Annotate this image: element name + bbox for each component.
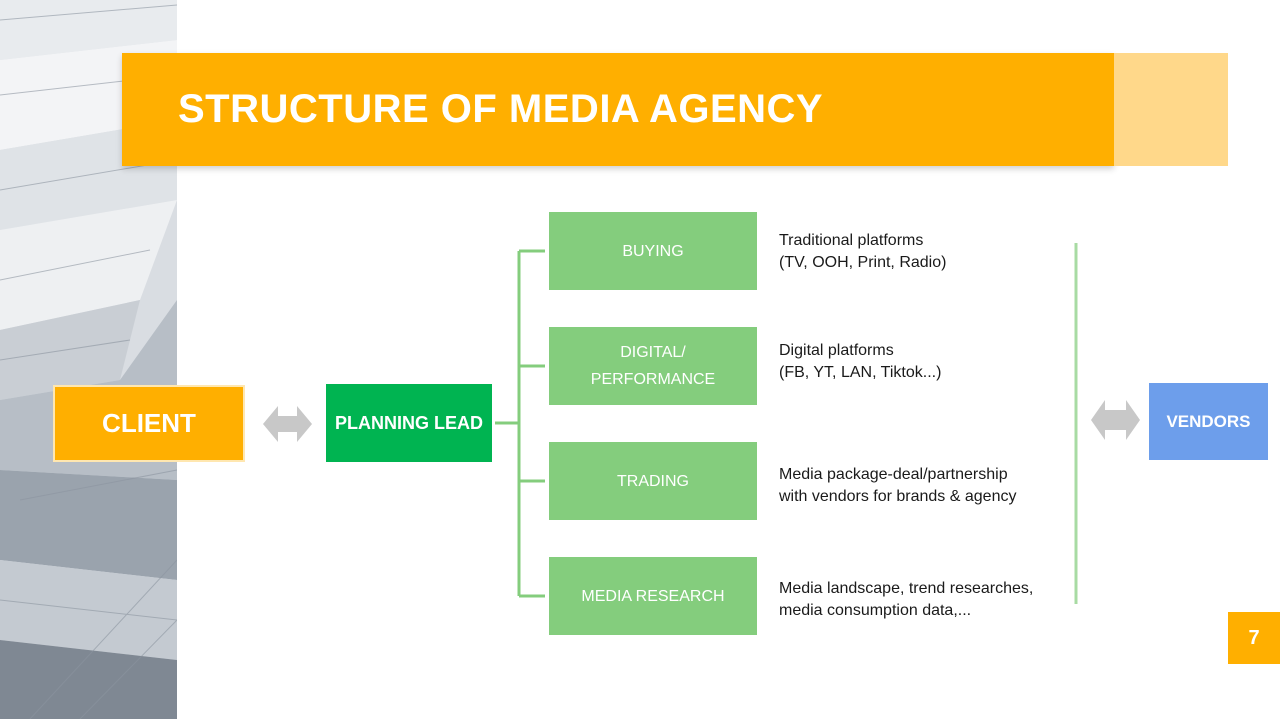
department-media-research-box: MEDIA RESEARCH — [549, 557, 757, 635]
department-label: DIGITAL/ PERFORMANCE — [590, 344, 716, 388]
department-label: TRADING — [617, 472, 689, 490]
department-buying-box: BUYING — [549, 212, 757, 290]
client-label: CLIENT — [102, 408, 196, 438]
title-banner-accent — [1114, 53, 1228, 166]
department-trading-box: TRADING — [549, 442, 757, 520]
department-description: Media landscape, trend researches, media… — [779, 580, 1034, 619]
department-label: BUYING — [622, 242, 684, 260]
page-title: STRUCTURE OF MEDIA AGENCY — [178, 87, 824, 131]
double-arrow-icon — [1091, 400, 1140, 440]
double-arrow-icon — [263, 406, 312, 442]
department-description: Traditional platforms (TV, OOH, Print, R… — [779, 232, 947, 271]
vendors-label: VENDORS — [1166, 411, 1251, 431]
title-banner — [122, 53, 1114, 166]
page-number: 7 — [1228, 612, 1280, 664]
vendors-box: VENDORS — [1149, 383, 1268, 460]
department-digital-box: DIGITAL/ PERFORMANCE — [549, 327, 757, 405]
department-label: MEDIA RESEARCH — [581, 587, 725, 605]
department-description: Digital platforms (FB, YT, LAN, Tiktok..… — [779, 342, 942, 381]
client-box: CLIENT — [53, 385, 245, 462]
department-description: Media package-deal/partnership with vend… — [779, 466, 1017, 505]
planning-lead-box: PLANNING LEAD — [326, 384, 492, 462]
planning-lead-label: PLANNING LEAD — [335, 412, 483, 433]
